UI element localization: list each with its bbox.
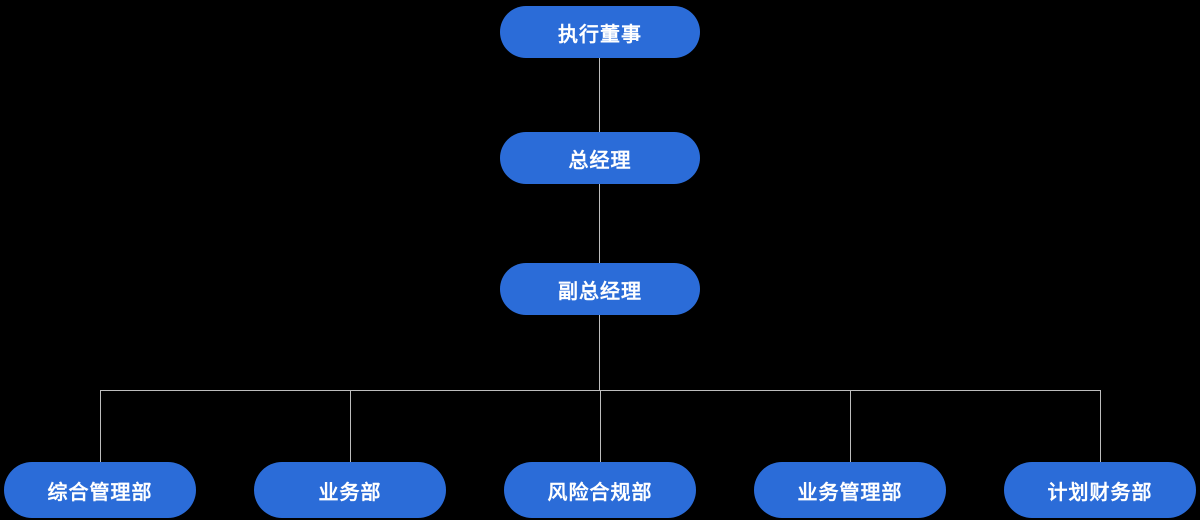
node-general-admin-dept-label: 综合管理部 xyxy=(47,481,153,504)
connector-drop-business-management-dept xyxy=(850,390,851,462)
node-business-dept: 业务部 xyxy=(254,462,446,518)
node-business-management-dept-label: 业务管理部 xyxy=(797,481,903,504)
connector-general-manager-to-deputy-general-manager xyxy=(599,184,600,263)
node-deputy-general-manager-label: 副总经理 xyxy=(558,280,642,303)
node-business-management-dept: 业务管理部 xyxy=(754,462,946,518)
node-general-admin-dept: 综合管理部 xyxy=(4,462,196,518)
node-general-manager: 总经理 xyxy=(500,132,700,184)
node-executive-director-label: 执行董事 xyxy=(558,23,642,46)
connector-drop-business-dept xyxy=(350,390,351,462)
connector-executive-director-to-general-manager xyxy=(599,58,600,132)
node-deputy-general-manager: 副总经理 xyxy=(500,263,700,315)
connector-deputy-general-manager-to-bar xyxy=(599,315,600,390)
connector-drop-risk-compliance-dept xyxy=(600,390,601,462)
connector-drop-planning-finance-dept xyxy=(1100,390,1101,462)
node-business-dept-label: 业务部 xyxy=(318,481,382,504)
node-risk-compliance-dept-label: 风险合规部 xyxy=(547,481,653,504)
node-risk-compliance-dept: 风险合规部 xyxy=(504,462,696,518)
connector-drop-general-admin-dept xyxy=(100,390,101,462)
node-executive-director: 执行董事 xyxy=(500,6,700,58)
node-planning-finance-dept-label: 计划财务部 xyxy=(1047,481,1153,504)
node-planning-finance-dept: 计划财务部 xyxy=(1004,462,1196,518)
node-general-manager-label: 总经理 xyxy=(568,149,632,172)
